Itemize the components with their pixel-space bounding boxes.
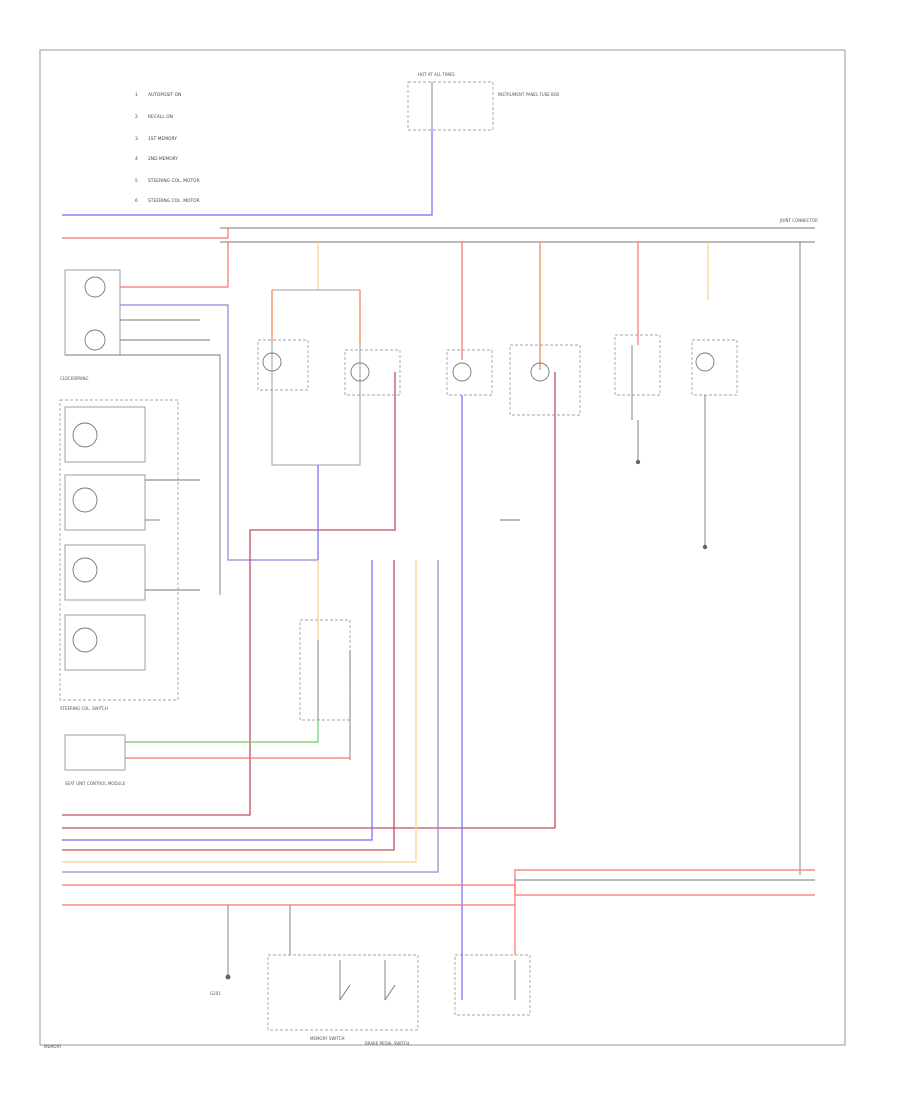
module-box-6 xyxy=(691,339,738,550)
legend-item-1: AUTOPOSIT ON xyxy=(148,92,181,98)
wire-red-top xyxy=(62,228,229,239)
legend-item-5: STEERING COL. MOTOR xyxy=(148,178,200,184)
top-fuse-block: HOT AT ALL TIMES INSTRUMENT PANEL FUSE B… xyxy=(407,72,560,131)
legend-item-6: STEERING COL. MOTOR xyxy=(148,198,200,204)
legend-num-4: 4 xyxy=(135,156,138,162)
page-id: MEMORY xyxy=(44,1044,62,1049)
legend-num-3: 3 xyxy=(135,136,138,142)
joint-connector-label: JOINT CONNECTOR xyxy=(779,218,818,223)
legend-num-1: 1 xyxy=(135,92,138,98)
brake-switch-label: BRAKE PEDAL SWITCH xyxy=(365,1041,409,1046)
seat-unit-label: SEAT UNIT CONTROL MODULE xyxy=(65,781,126,786)
top-fuse-side-label: INSTRUMENT PANEL FUSE BOX xyxy=(498,92,560,97)
legend-item-3: 1ST MEMORY xyxy=(148,136,177,142)
memory-switch: MEMORY SWITCH G201 xyxy=(210,905,419,1041)
seat-unit-control: SEAT UNIT CONTROL MODULE xyxy=(64,619,351,786)
steering-column-switch: STEERING COL. SWITCH xyxy=(59,399,200,711)
module-box-1 xyxy=(257,289,361,466)
legend-num-6: 6 xyxy=(135,198,138,204)
brake-switch: BRAKE PEDAL SWITCH xyxy=(365,905,531,1046)
clockspring-label: CLOCKSPRING xyxy=(60,376,88,381)
diagram-frame xyxy=(39,49,846,1046)
memory-switch-label: MEMORY SWITCH xyxy=(310,1036,345,1041)
ground-label: G201 xyxy=(210,991,221,996)
legend-num-2: 2 xyxy=(135,114,138,120)
steering-col-switch-label: STEERING COL. SWITCH xyxy=(60,706,108,711)
module-box-5 xyxy=(614,334,661,465)
legend-num-5: 5 xyxy=(135,178,138,184)
legend-item-2: RECALL ON xyxy=(148,114,173,120)
module-box-3 xyxy=(446,349,493,396)
clockspring-area: CLOCKSPRING xyxy=(60,242,318,595)
wire-blue-top xyxy=(62,130,433,216)
module-box-4 xyxy=(62,344,581,829)
legend: 1 AUTOPOSIT ON 2 RECALL ON 3 1ST MEMORY … xyxy=(135,92,200,204)
top-fuse-box xyxy=(407,81,494,131)
module-box-2 xyxy=(62,349,401,816)
top-fuse-label: HOT AT ALL TIMES xyxy=(418,72,455,77)
legend-item-4: 2ND MEMORY xyxy=(148,156,178,162)
